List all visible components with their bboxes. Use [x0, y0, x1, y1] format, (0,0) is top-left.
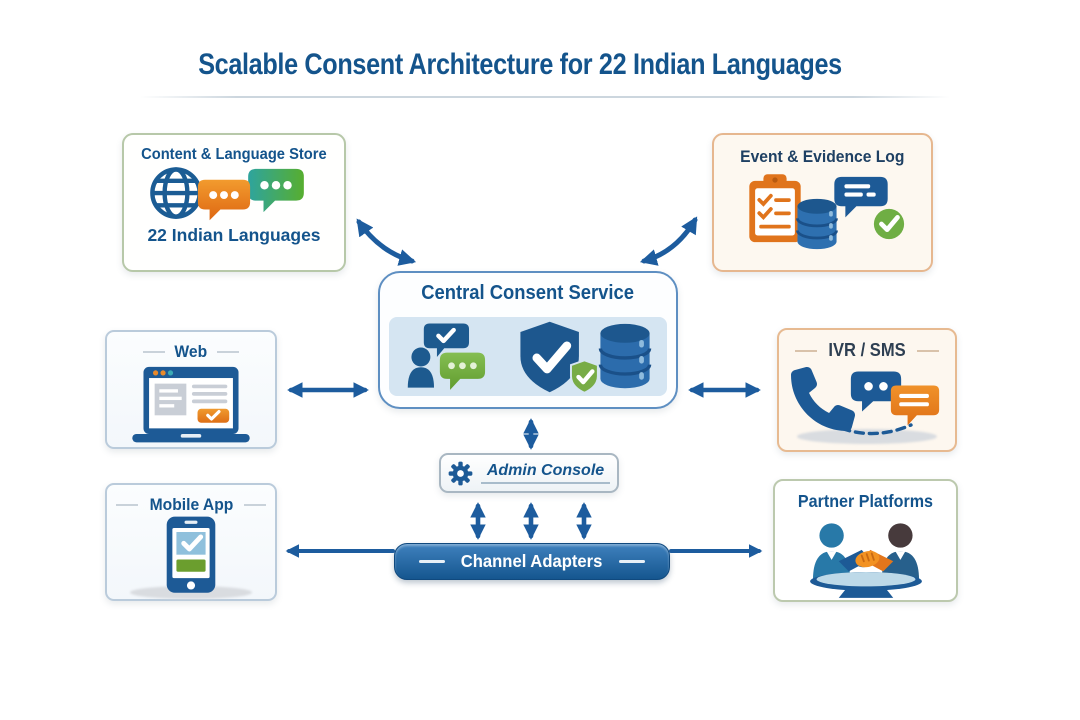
central-consent-service-box: Central Consent Service [378, 271, 678, 409]
decorative-line [917, 349, 939, 352]
database-icon [598, 323, 652, 388]
user-icon [887, 523, 913, 548]
channel-adapters-banner: Channel Adapters [394, 543, 670, 580]
mobile-header: Mobile App [115, 495, 267, 515]
decorative-line [115, 504, 138, 506]
phone-handset-icon [791, 367, 855, 431]
mobile-icons [116, 515, 266, 599]
shield-check-small-icon [569, 358, 599, 394]
channel-adapters-label: Channel Adapters [461, 551, 603, 571]
user-chat-icons [407, 322, 486, 390]
content-store-title: Content & Language Store [141, 146, 327, 163]
smartphone-check-icon [166, 516, 216, 593]
web-box: Web [105, 330, 277, 449]
shield-check-icon [520, 321, 599, 394]
content-store-subtitle: 22 Indian Languages [147, 225, 321, 245]
user-icon [411, 347, 431, 366]
central-icon-panel [389, 317, 667, 396]
event-log-icons [730, 167, 916, 255]
title-divider [140, 96, 950, 98]
chat-lines-icon [890, 385, 940, 426]
decorative-dash [419, 560, 446, 563]
handshake-icon [809, 523, 922, 598]
decorative-dash [618, 560, 645, 563]
content-language-store-box: Content & Language Store [122, 133, 346, 272]
check-badge-icon [873, 208, 904, 240]
admin-console-box: Admin Console [439, 453, 619, 493]
arrow-central-to-event [639, 216, 698, 266]
chat-bubble-orange-icon [197, 179, 251, 221]
decorative-line [216, 351, 239, 353]
gear-icon [448, 461, 473, 485]
ivr-title: IVR / SMS [828, 340, 906, 360]
decorative-line [244, 504, 267, 506]
event-log-title: Event & Evidence Log [740, 147, 905, 166]
admin-console-label: Admin Console [480, 462, 611, 484]
clipboard-checklist-icon [748, 174, 801, 243]
chat-dots-icon [850, 371, 902, 412]
speech-bubble-icon [833, 176, 888, 218]
dashed-curve [827, 421, 913, 436]
event-evidence-log-box: Event & Evidence Log [712, 133, 933, 272]
mobile-app-box: Mobile App [105, 483, 277, 601]
page-title: Scalable Consent Architecture for 22 Ind… [198, 48, 842, 81]
content-store-icons [134, 165, 334, 223]
web-title: Web [174, 342, 208, 361]
web-header: Web [143, 342, 239, 362]
database-icon [795, 198, 838, 250]
partner-platforms-box: Partner Platforms [773, 479, 958, 602]
chat-dots-icon [439, 352, 486, 390]
decorative-line [143, 351, 166, 353]
arrow-content-to-central [356, 218, 417, 266]
mobile-title: Mobile App [149, 495, 233, 514]
ivr-sms-box: IVR / SMS [777, 328, 957, 452]
laptop-browser-icon [132, 366, 250, 443]
globe-icon [150, 167, 202, 219]
ivr-icons [785, 361, 949, 447]
decorative-line [794, 349, 817, 352]
central-title: Central Consent Service [421, 282, 635, 304]
shadow [797, 429, 937, 444]
partner-title: Partner Platforms [797, 491, 934, 511]
chat-bubble-green-icon [248, 168, 304, 213]
ivr-header: IVR / SMS [794, 340, 939, 361]
user-icon [818, 523, 844, 548]
